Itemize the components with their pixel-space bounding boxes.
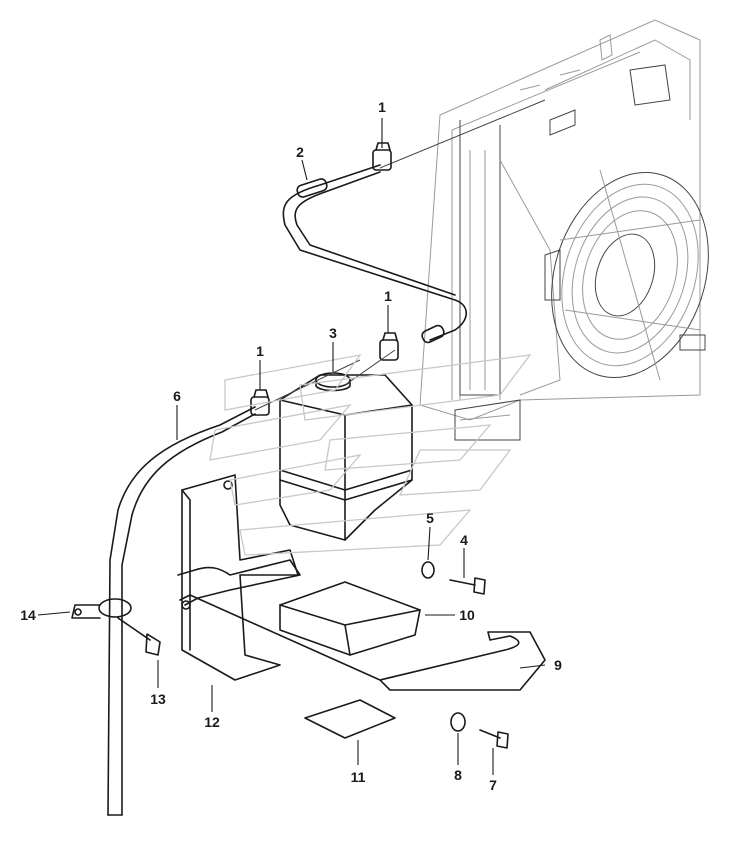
coolant-tank [279,349,413,541]
washer-5 [421,561,435,579]
tank-strap [177,559,546,691]
bolt-13 [117,617,161,656]
mounting-bracket [181,474,299,681]
callout-2: 2 [296,144,304,160]
callout-10: 10 [459,607,475,623]
hose-clamp-lower [250,389,270,416]
hose-clamp-middle [379,332,399,361]
callout-12: 12 [204,714,220,730]
upper-hose [282,99,546,344]
callout-9: 9 [554,657,562,673]
callout-5: 5 [426,510,434,526]
overflow-hose [107,359,361,816]
bolt-7 [479,729,509,749]
leader-lines [37,118,546,775]
callout-1-middle: 1 [384,288,392,304]
callout-7: 7 [489,777,497,793]
washer-8 [450,712,466,732]
callout-1-lower: 1 [256,343,264,359]
base-plate [304,699,396,739]
radiator-assembly [419,19,701,441]
callout-11: 11 [351,769,366,785]
bolt-4 [449,577,486,595]
fan-guard [544,169,709,381]
hose-clamp-top [372,142,392,171]
callout-6: 6 [173,388,181,404]
callout-14: 14 [20,607,36,623]
watermark-logo [209,354,532,556]
hose-clip [71,598,132,619]
callout-8: 8 [454,767,462,783]
callout-13: 13 [150,691,166,707]
rubber-pad [279,581,421,656]
callout-4: 4 [460,532,468,548]
callout-3: 3 [329,325,337,341]
callout-1-top: 1 [378,99,386,115]
